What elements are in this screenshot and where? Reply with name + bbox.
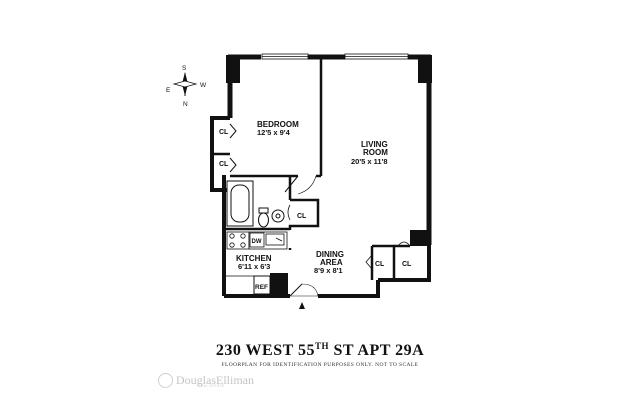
address-part-2: ST APT 29A <box>329 342 425 359</box>
living-dims: 20'5 x 11'8 <box>351 157 388 166</box>
compass-e: E <box>166 87 171 94</box>
closet-label-bath: CL <box>297 213 307 220</box>
bath-closet-door <box>287 204 291 221</box>
living-label-2: ROOM <box>363 148 388 157</box>
entry-arrow-icon <box>299 302 305 309</box>
bedroom-closets <box>212 123 237 173</box>
kitchen-dims: 6'11 x 6'3 <box>238 262 270 271</box>
dishwasher-label: DW <box>252 239 262 245</box>
kitchen-counter <box>248 231 288 250</box>
dining-label-2: AREA <box>320 258 343 267</box>
interior-walls <box>224 59 323 250</box>
compass-w: W <box>200 82 207 89</box>
living-closets <box>370 244 410 280</box>
closet-label-dining: CL <box>375 261 385 268</box>
closet-label-living: CL <box>402 261 412 268</box>
kitchen-label: KITCHEN <box>236 254 272 263</box>
bedroom-dims: 12'5 x 9'4 <box>257 128 291 137</box>
living-label-1: LIVING <box>361 140 388 149</box>
brand-tagline: REAL ESTATE <box>198 384 225 388</box>
refrigerator <box>253 275 271 295</box>
address-part-1: 230 WEST 55 <box>215 342 315 359</box>
bedroom-label: BEDROOM <box>257 120 299 129</box>
compass-s: S <box>182 65 187 72</box>
bedroom-door <box>284 175 317 195</box>
bathtub <box>226 180 254 227</box>
closet-label-bedroom-2: CL <box>219 161 229 168</box>
compass-rose-icon: S W E N <box>166 65 207 108</box>
address-superscript: TH <box>314 341 329 351</box>
brand-logo: DouglasElliman REAL ESTATE <box>158 370 254 390</box>
dining-dims: 8'9 x 8'1 <box>314 266 343 275</box>
windows <box>261 53 409 60</box>
dining-label-1: DINING <box>316 250 344 259</box>
closet-label-bedroom-1: CL <box>219 129 229 136</box>
brand-mark-icon <box>158 372 173 388</box>
brand-name: DouglasElliman <box>176 372 254 387</box>
entry-door <box>289 283 319 297</box>
living-closet-doors <box>365 241 411 270</box>
compass-n: N <box>183 101 188 108</box>
sink <box>271 209 285 223</box>
stove <box>226 231 250 250</box>
columns <box>226 55 432 296</box>
refrigerator-label: REF <box>255 284 268 291</box>
disclaimer: FLOORPLAN FOR IDENTIFICATION PURPOSES ON… <box>221 362 419 368</box>
toilet <box>258 207 269 228</box>
listing-address: 230 WEST 55TH ST APT 29A <box>0 341 640 360</box>
